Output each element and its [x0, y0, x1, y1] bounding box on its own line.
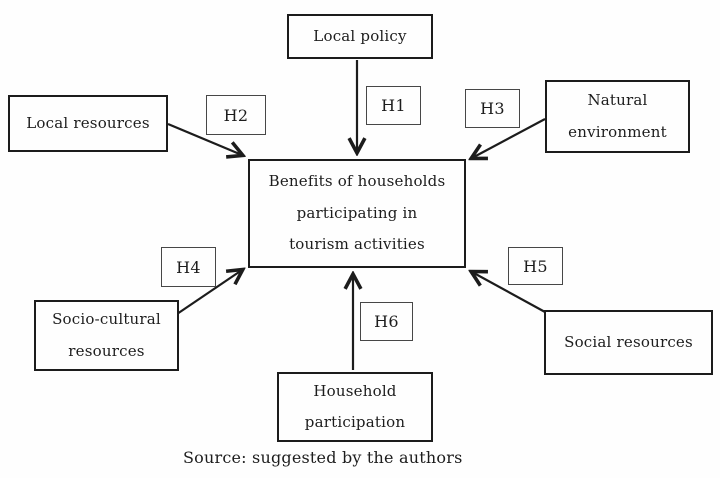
node-local-policy: Local policy — [287, 14, 433, 59]
arrow-h4 — [176, 270, 242, 315]
node-label: resources — [68, 341, 145, 360]
node-household-participation: Household participation — [277, 372, 433, 442]
hypothesis-text: H1 — [381, 96, 406, 115]
hypothesis-label-h5: H5 — [508, 247, 563, 285]
node-label: Local policy — [313, 26, 407, 45]
hypothesis-text: H4 — [176, 257, 201, 277]
node-local-resources: Local resources — [8, 95, 168, 152]
hypothesis-label-h6: H6 — [360, 302, 413, 341]
hypothesis-text: H3 — [480, 99, 505, 118]
node-label: Social resources — [564, 332, 693, 351]
node-label: participating in — [296, 203, 418, 222]
arrow-h5 — [472, 272, 546, 313]
node-label: environment — [568, 122, 667, 141]
hypothesis-label-h4: H4 — [161, 247, 216, 287]
node-label: tourism activities — [289, 235, 425, 254]
node-benefits-center: Benefits of households participating in … — [248, 159, 466, 268]
node-label: Benefits of households — [268, 172, 446, 191]
hypothesis-text: H6 — [374, 312, 399, 331]
hypothesis-label-h1: H1 — [366, 86, 421, 125]
node-label: Socio-cultural — [52, 310, 161, 328]
arrow-h2 — [167, 122, 242, 155]
arrow-h3 — [472, 118, 546, 158]
node-social-resources: Social resources — [544, 310, 713, 375]
hypothesis-label-h3: H3 — [465, 89, 520, 128]
node-socio-cultural-resources: Socio-cultural resources — [34, 300, 179, 371]
node-label: participation — [304, 413, 406, 431]
hypothesis-label-h2: H2 — [206, 95, 266, 135]
node-label: Household — [313, 381, 397, 400]
hypothesis-text: H5 — [523, 256, 548, 276]
node-natural-environment: Natural environment — [545, 80, 690, 153]
hypothesis-text: H2 — [223, 105, 249, 125]
node-label: Natural — [587, 91, 648, 109]
source-caption: Source: suggested by the authors — [183, 448, 463, 467]
node-label: Local resources — [26, 113, 150, 132]
